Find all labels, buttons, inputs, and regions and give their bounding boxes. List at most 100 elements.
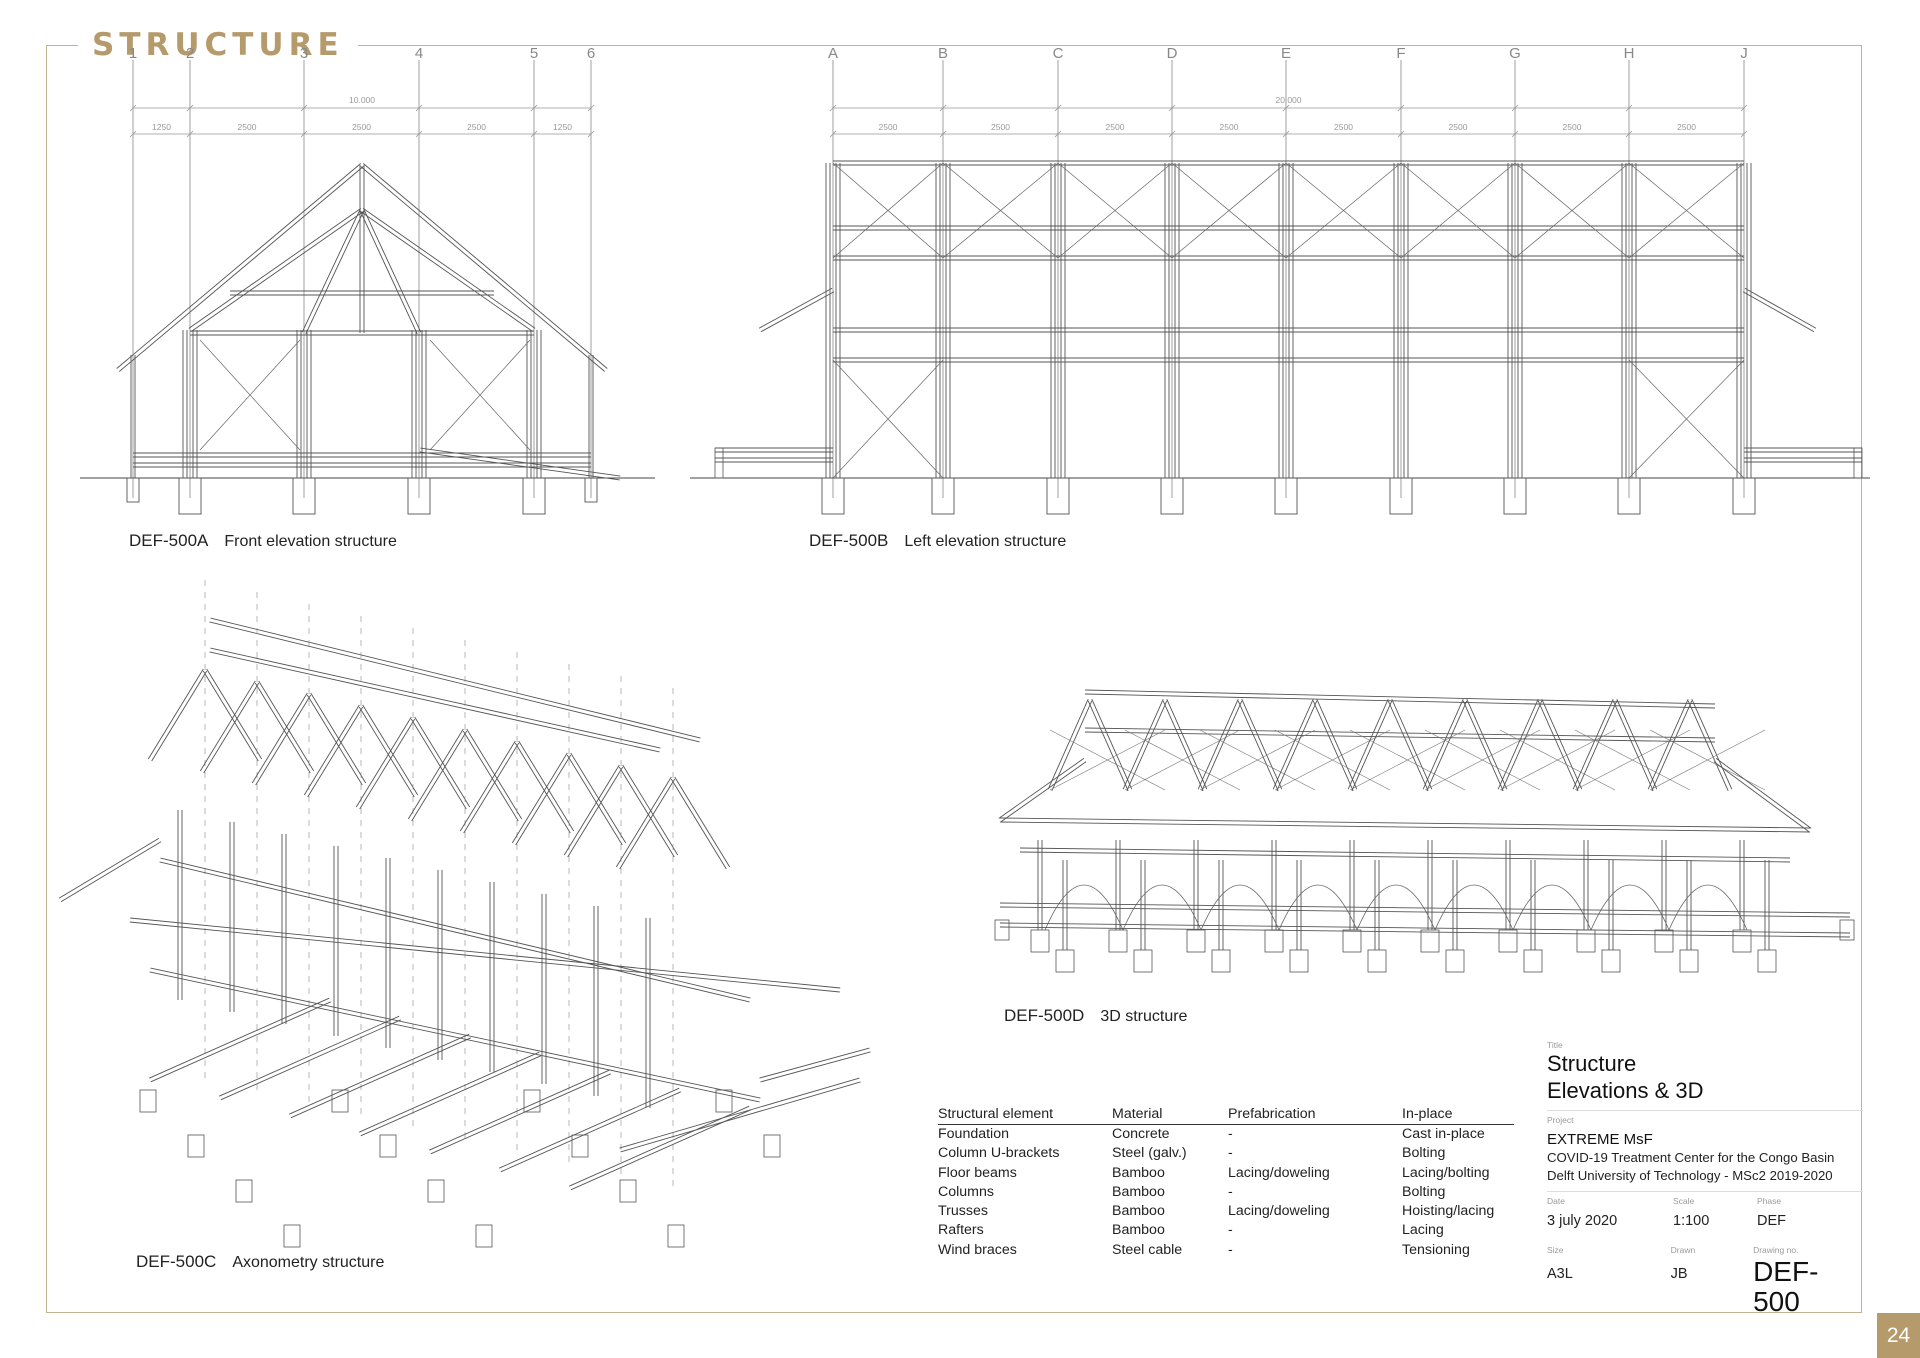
drawing-line	[290, 1037, 471, 1119]
drawing-line	[1085, 689, 1716, 705]
drawing-rect	[571, 1134, 589, 1158]
table-cell: Bamboo	[1112, 1203, 1165, 1220]
drawing-line	[1126, 700, 1168, 791]
drawing-line	[160, 857, 751, 999]
drawing-line	[1019, 851, 1790, 863]
phase-value: DEF	[1757, 1213, 1786, 1229]
drawing-line	[362, 207, 536, 329]
drawing-line	[306, 694, 363, 786]
drawing-line	[1282, 104, 1290, 112]
drawn-value: JB	[1670, 1266, 1688, 1282]
table-cell: Column U-brackets	[938, 1145, 1060, 1162]
structure-3d-drawing	[994, 689, 1855, 973]
drawing-line	[363, 208, 422, 333]
drawing-line	[58, 837, 160, 899]
drawing-line	[151, 670, 208, 762]
drawing-rect	[763, 1134, 781, 1158]
size-cell: Size A3L	[1547, 1245, 1671, 1317]
drawing-line	[415, 130, 423, 138]
title-block-divider	[1547, 1191, 1863, 1192]
drawing-rect	[1342, 929, 1362, 953]
drawing-line	[1122, 699, 1164, 790]
drawing-rect	[1732, 929, 1752, 953]
drawing-line	[939, 130, 947, 138]
drawing-line	[620, 1081, 861, 1153]
table-header-row: Structural element Material Prefabricati…	[938, 1106, 1514, 1125]
drawing-line	[1499, 729, 1616, 791]
grid-label: 3	[300, 45, 308, 62]
drawing-line	[414, 716, 471, 808]
drawing-line	[832, 162, 944, 259]
drawing-line	[1616, 699, 1658, 790]
drawing-line	[1424, 729, 1541, 791]
grid-label: A	[828, 45, 838, 62]
table-cell: Lacing/doweling	[1228, 1164, 1330, 1181]
front-elevation-title: Front elevation structure	[224, 533, 397, 550]
drawing-title-line-1: Structure	[1547, 1051, 1637, 1076]
axonometry-code: DEF-500C	[136, 1252, 217, 1271]
drawing-line	[186, 130, 194, 138]
drawing-line	[1742, 291, 1815, 333]
drawing-rect	[1289, 949, 1309, 973]
drawing-line	[1391, 699, 1433, 790]
sheet-frame	[46, 45, 1862, 1313]
drawing-line	[147, 668, 204, 760]
drawing-rect	[619, 1179, 637, 1203]
drawing-line	[511, 752, 568, 844]
project-description-1: COVID-19 Treatment Center for the Congo …	[1547, 1150, 1835, 1165]
drawing-line	[515, 754, 572, 846]
dimension-label: 2500	[1106, 122, 1125, 132]
drawing-line	[1285, 162, 1402, 259]
scale-value: 1:100	[1673, 1213, 1710, 1229]
drawing-line	[459, 740, 516, 832]
drawing-line	[999, 821, 1810, 833]
drawing-arch	[1434, 884, 1514, 931]
drawing-line	[1466, 699, 1508, 790]
table-cell: Steel cable	[1112, 1241, 1183, 1258]
drawing-rect	[1839, 919, 1855, 941]
drawing-line	[360, 211, 534, 333]
title-block: Title Structure Elevations & 3D Project …	[1547, 1040, 1863, 1317]
table-cell: -	[1228, 1145, 1233, 1162]
drawing-line	[419, 451, 620, 481]
drawing-line	[1168, 130, 1176, 138]
drawing-rect	[1367, 949, 1387, 973]
drawing-line	[1744, 287, 1817, 329]
drawing-arch	[1278, 884, 1358, 931]
drawing-arch	[1590, 884, 1670, 931]
drawing-line	[1124, 729, 1241, 791]
drawing-line	[188, 207, 362, 329]
drawing-line	[355, 716, 412, 808]
drawing-line	[1000, 922, 1851, 934]
drawing-line	[1085, 727, 1716, 739]
drawing-line	[254, 682, 311, 774]
drawing-rect	[667, 1224, 685, 1248]
drawing-line	[499, 1087, 680, 1169]
drawing-line	[1057, 162, 1173, 259]
drawing-line	[118, 166, 364, 372]
drawing-line	[251, 692, 308, 784]
drawing-line	[407, 728, 464, 820]
grid-label: F	[1396, 45, 1405, 62]
drawing-line	[999, 906, 1850, 918]
drawing-line	[1387, 700, 1429, 791]
drawing-line	[760, 291, 835, 333]
drawing-line	[942, 162, 1059, 259]
drawing-rect	[1654, 929, 1674, 953]
drawing-line	[1625, 130, 1633, 138]
drawing-line	[1628, 359, 1745, 479]
drawing-line	[1740, 104, 1748, 112]
table-cell: Bolting	[1402, 1145, 1446, 1162]
drawing-line	[255, 694, 312, 786]
drawing-line	[618, 766, 675, 858]
drawing-line	[1047, 699, 1089, 790]
drawing-line	[829, 130, 837, 138]
grid-label: B	[938, 45, 948, 62]
drawing-line	[1740, 130, 1748, 138]
page-number: 24	[1877, 1313, 1920, 1358]
drawing-line	[206, 668, 263, 760]
